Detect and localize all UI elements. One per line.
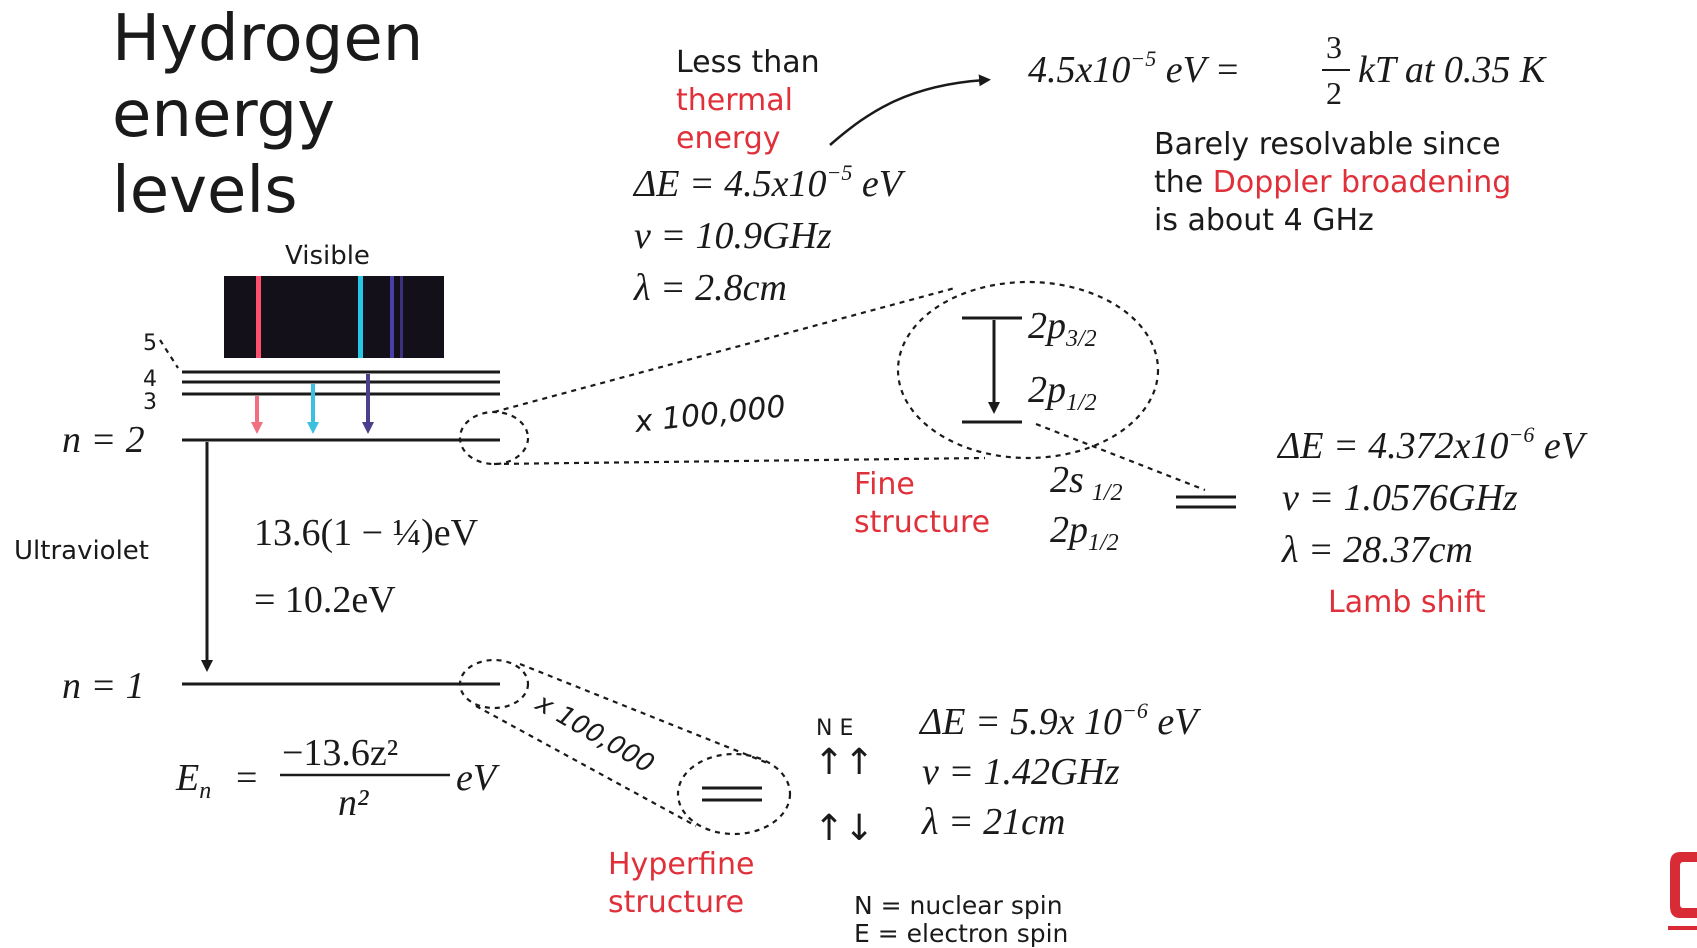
doppler-line-3: is about 4 GHz <box>1154 203 1374 238</box>
fine-magnify-label: x 100,000 <box>632 389 787 440</box>
lamb-frequency: ν = 1.0576GHz <box>1282 477 1518 519</box>
doppler-line-2: the Doppler broadening <box>1154 165 1511 200</box>
fine-label-1: Fine <box>854 467 915 502</box>
hyperfine-magnify-label: x 100,000 <box>530 688 659 780</box>
thermal-eq-right: kT at 0.35 K <box>1358 49 1547 91</box>
thermal-line-2: thermal <box>676 83 793 118</box>
level-2p12b-label: 2p1/2 <box>1050 509 1119 556</box>
level-2p32-label: 2p3/2 <box>1028 305 1097 352</box>
hyperfine-label-2: structure <box>608 885 744 920</box>
fine-wavelength: λ = 2.8cm <box>633 267 787 309</box>
hyperfine-cone-top <box>519 662 771 766</box>
legend-nuclear-spin: N = nuclear spin <box>854 891 1063 920</box>
hyperfine-magnifier <box>458 658 792 836</box>
spectrum-line-red <box>256 276 261 358</box>
level-1-label: n = 1 <box>62 665 145 707</box>
lamb-shift-label: Lamb shift <box>1328 585 1486 620</box>
energy-formula: En = −13.6z² n² eV <box>175 732 500 824</box>
fine-magnifier <box>458 280 1160 466</box>
doppler-line-1: Barely resolvable since <box>1154 127 1501 162</box>
spectrum-line-blue <box>390 276 394 358</box>
hyperfine-delta-e: ΔE = 5.9x 10−6 eV <box>918 698 1201 743</box>
lamb-wavelength: λ = 28.37cm <box>1281 529 1473 571</box>
spectrum-line-cyan <box>358 276 363 358</box>
corner-logo <box>1668 852 1697 930</box>
ultraviolet-label: Ultraviolet <box>14 536 149 566</box>
title-line-1: Hydrogen <box>112 2 423 76</box>
thermal-frac-den: 2 <box>1326 75 1342 111</box>
page-title: Hydrogen energy levels <box>112 2 423 228</box>
thermal-arrow <box>829 74 991 146</box>
fine-delta-e: ΔE = 4.5x10−5 eV <box>632 160 906 205</box>
spin-parallel: ↑↑ <box>814 742 874 783</box>
hyperfine-large-circle <box>676 752 792 836</box>
ultraviolet-formula: 13.6(1 − ¼)eV <box>254 512 479 554</box>
level-4-label: 4 <box>143 367 157 392</box>
logo-mark <box>1670 852 1697 918</box>
fine-cone-bottom <box>493 456 986 466</box>
hyperfine-small-circle <box>458 658 530 710</box>
hyperfine-label-1: Hyperfine <box>608 847 755 882</box>
fine-frequency: ν = 10.9GHz <box>634 215 832 257</box>
title-line-3: levels <box>112 154 298 228</box>
level-2p12-label: 2p1/2 <box>1028 369 1097 416</box>
level-5-leader <box>159 339 179 369</box>
lamb-leader <box>1035 422 1206 492</box>
level-5-label: 5 <box>143 331 157 356</box>
ultraviolet-result: = 10.2eV <box>254 579 396 621</box>
thermal-frac-num: 3 <box>1326 29 1342 65</box>
thermal-equation: 4.5x10−5 eV = 3 2 kT at 0.35 K <box>1028 29 1547 111</box>
spin-antiparallel: ↑↓ <box>814 808 874 849</box>
hyperfine-cone-bottom <box>475 705 697 827</box>
hyperfine-wavelength: λ = 21cm <box>921 801 1065 843</box>
level-2-label: n = 2 <box>62 419 145 461</box>
formula-unit: eV <box>456 757 500 799</box>
lamb-delta-e: ΔE = 4.372x10−6 eV <box>1276 422 1588 467</box>
formula-denominator: n² <box>338 782 369 824</box>
fine-small-circle <box>458 410 530 466</box>
title-line-2: energy <box>112 78 335 152</box>
hyperfine-frequency: ν = 1.42GHz <box>922 751 1120 793</box>
spectrum-line-violet <box>400 276 403 358</box>
visible-label: Visible <box>285 241 370 271</box>
fine-large-circle <box>896 280 1160 460</box>
visible-spectrum <box>224 276 444 358</box>
formula-equals: = <box>236 757 257 799</box>
fine-label-2: structure <box>854 505 990 540</box>
legend-electron-spin: E = electron spin <box>854 919 1068 948</box>
formula-lhs: En <box>175 757 211 804</box>
thermal-line-1: Less than <box>676 45 820 80</box>
thermal-line-3: energy <box>676 121 781 156</box>
thermal-eq-left: 4.5x10−5 eV = <box>1028 46 1240 91</box>
energy-levels <box>159 339 500 686</box>
spin-header: N E <box>816 716 853 741</box>
formula-numerator: −13.6z² <box>282 732 398 774</box>
level-3-label: 3 <box>143 390 157 415</box>
